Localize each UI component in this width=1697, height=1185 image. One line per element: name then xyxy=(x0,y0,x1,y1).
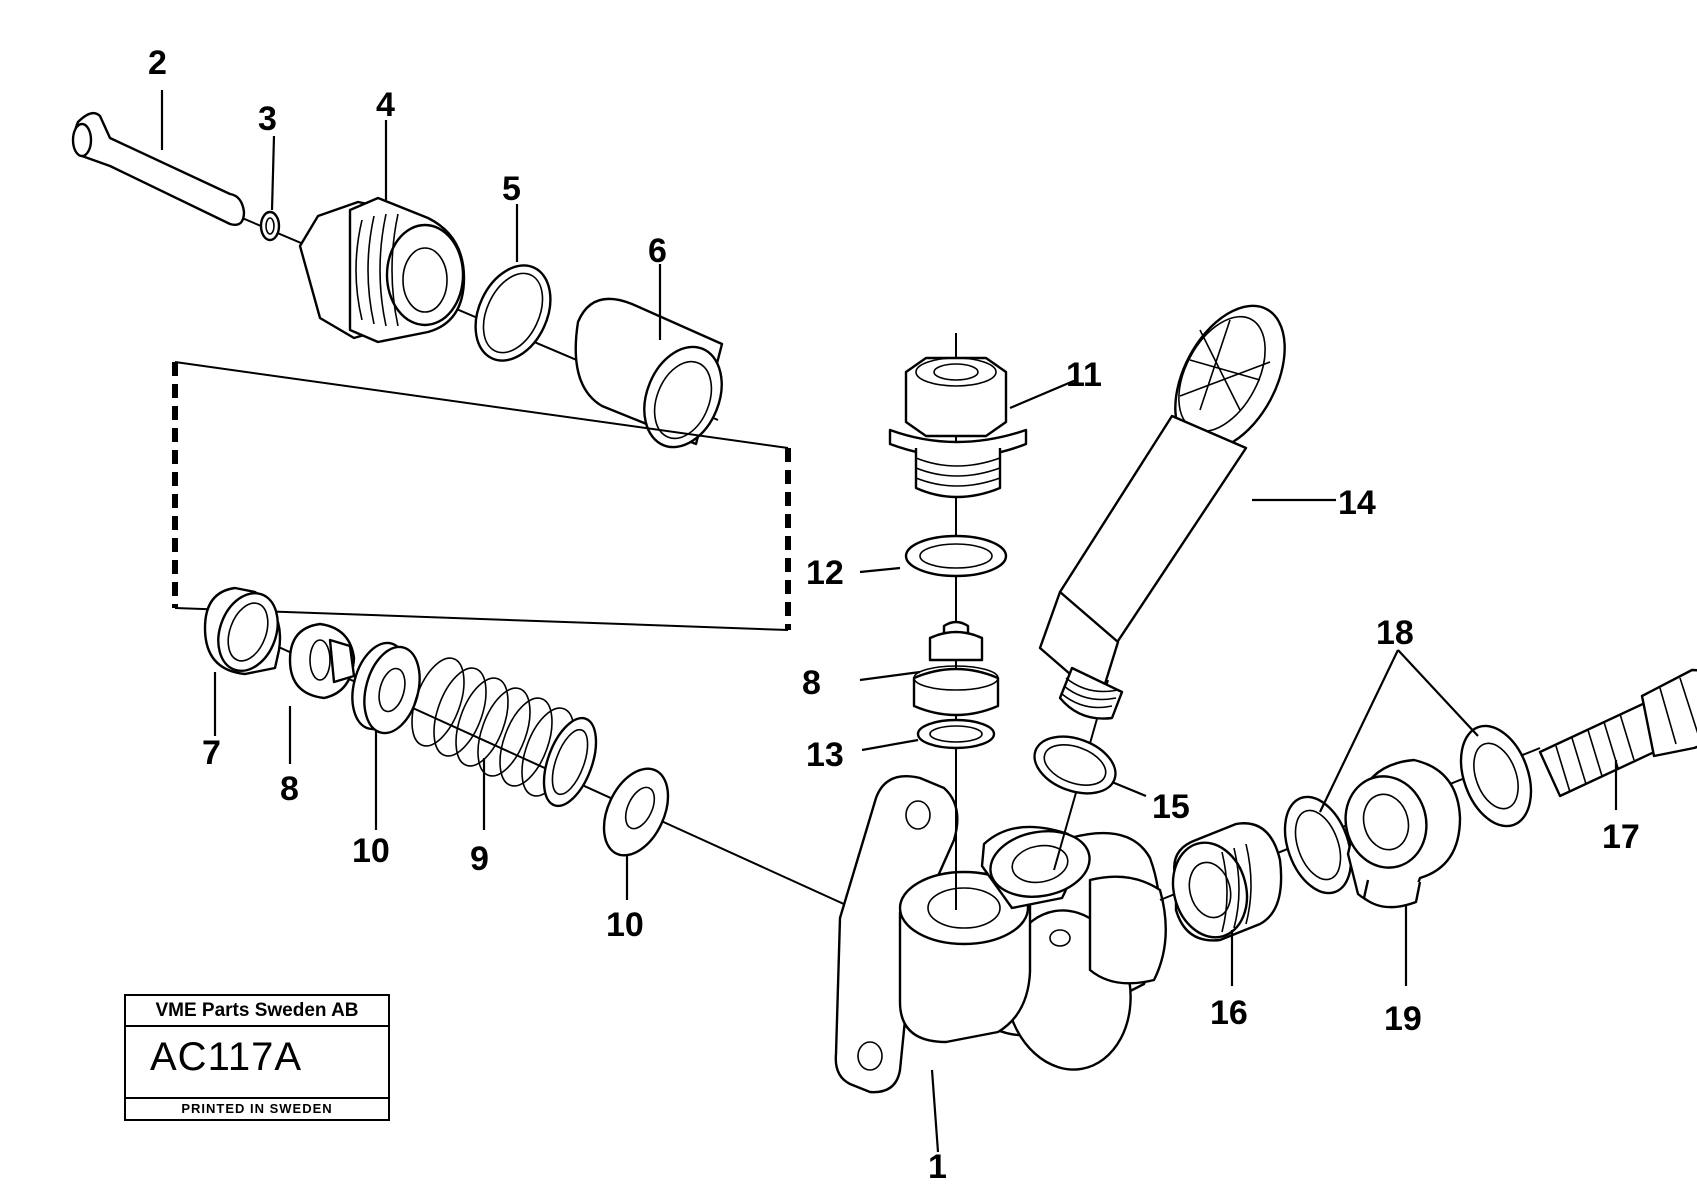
label-part-8-left: 8 xyxy=(280,770,299,808)
part-8-valve-left xyxy=(288,622,356,700)
printed-note: PRINTED IN SWEDEN xyxy=(126,1097,388,1119)
label-part-10-right: 10 xyxy=(606,906,644,944)
label-part-19: 19 xyxy=(1384,1000,1422,1038)
label-part-14: 14 xyxy=(1338,484,1376,522)
part-16-adapter xyxy=(1171,822,1283,942)
label-part-10-left: 10 xyxy=(352,832,390,870)
label-part-3: 3 xyxy=(258,100,277,138)
part-13-o-ring xyxy=(916,718,996,750)
part-labels: 2 3 4 5 6 7 8 10 9 10 11 12 8 13 14 15 1… xyxy=(148,44,1640,1185)
label-part-13: 13 xyxy=(806,736,844,774)
label-part-1: 1 xyxy=(928,1148,947,1185)
part-6-sleeve xyxy=(574,297,724,449)
part-10-washer-right xyxy=(602,767,670,857)
part-1-pump-housing xyxy=(834,775,1167,1094)
part-7-cup xyxy=(203,586,282,676)
part-19-banjo-elbow xyxy=(1344,758,1462,909)
part-9-spring xyxy=(411,657,598,808)
label-part-17: 17 xyxy=(1602,818,1640,856)
label-part-2: 2 xyxy=(148,44,167,82)
label-part-9: 9 xyxy=(470,840,489,878)
part-14-hand-pump xyxy=(1038,304,1286,720)
company-name: VME Parts Sweden AB xyxy=(126,996,388,1027)
part-18-washer-left xyxy=(1283,795,1353,895)
part-12-washer xyxy=(904,534,1008,578)
label-part-4: 4 xyxy=(376,86,395,124)
part-5-o-ring xyxy=(474,264,552,362)
label-part-7: 7 xyxy=(202,734,221,772)
part-8-valve-center xyxy=(912,620,1000,717)
part-15-o-ring xyxy=(1033,735,1117,795)
label-part-16: 16 xyxy=(1210,994,1248,1032)
part-11-hex-fitting xyxy=(888,356,1028,499)
label-part-11: 11 xyxy=(1066,356,1102,394)
part-3-small-ring xyxy=(259,210,281,242)
leader-lines xyxy=(160,90,1618,1153)
part-2-pin xyxy=(71,111,246,226)
label-part-5: 5 xyxy=(502,170,521,208)
part-18-washer-right xyxy=(1459,724,1533,828)
label-part-15: 15 xyxy=(1152,788,1190,826)
title-block: VME Parts Sweden AB AC117A PRINTED IN SW… xyxy=(124,994,390,1121)
label-part-12: 12 xyxy=(806,554,844,592)
part-17-banjo-bolt xyxy=(1538,668,1697,798)
label-part-18: 18 xyxy=(1376,614,1414,652)
part-4-threaded-plug xyxy=(298,196,466,344)
label-part-8-center: 8 xyxy=(802,664,821,702)
label-part-6: 6 xyxy=(648,232,667,270)
diagram-code: AC117A xyxy=(150,1035,303,1079)
part-10-washer-left xyxy=(351,641,421,735)
